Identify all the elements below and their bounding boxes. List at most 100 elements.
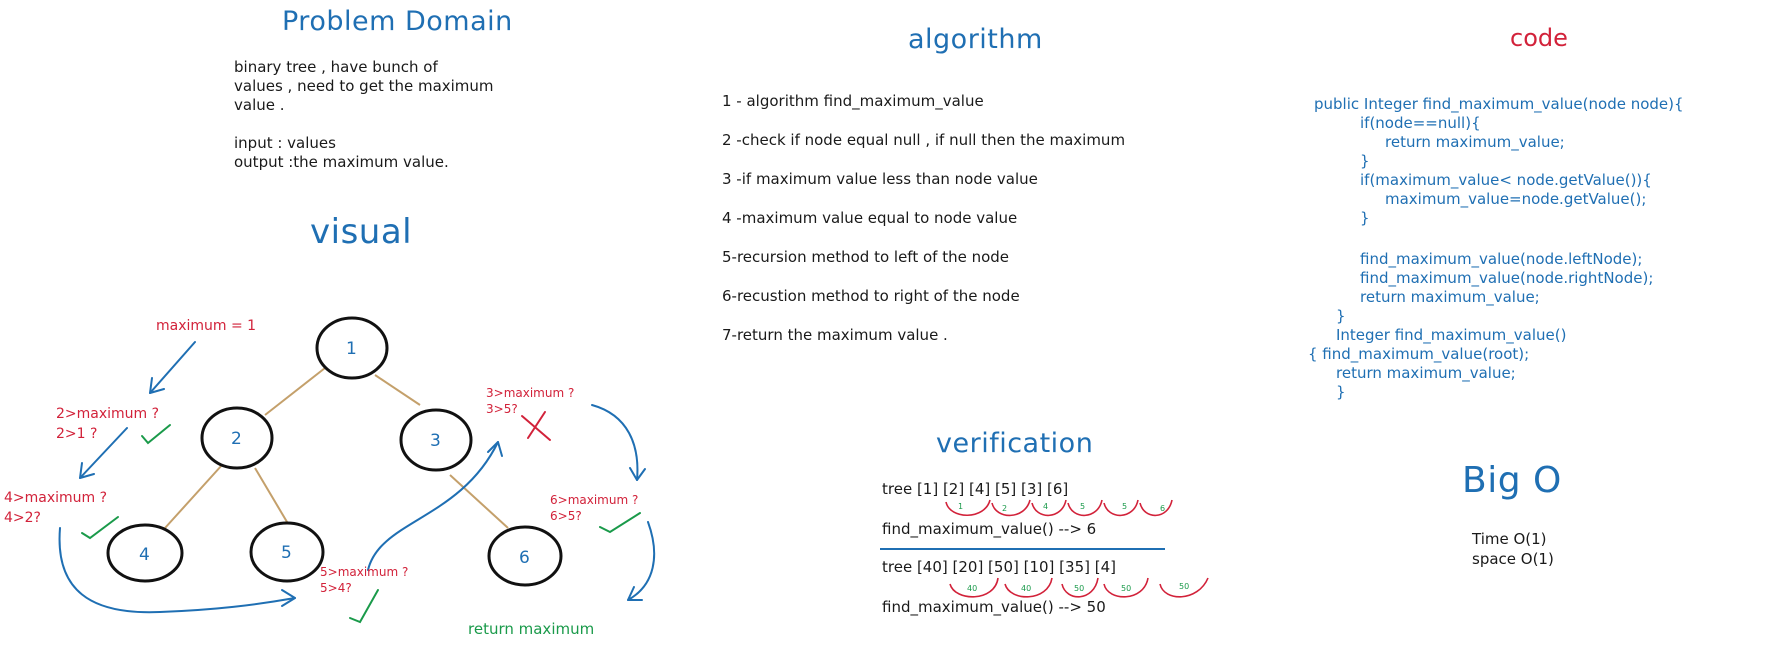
code-line: } bbox=[1336, 383, 1346, 401]
problem-output: output :the maximum value. bbox=[234, 153, 449, 171]
arrowhead bbox=[149, 377, 165, 394]
verify1-label: 4 bbox=[1043, 502, 1048, 511]
note-node5-question: 5>maximum ? bbox=[320, 565, 409, 579]
code-line: maximum_value=node.getValue(); bbox=[1385, 190, 1647, 208]
verify2-label: 40 bbox=[1021, 584, 1031, 593]
verification-title: verification bbox=[936, 428, 1094, 459]
code-line: if(node==null){ bbox=[1360, 114, 1481, 132]
note-node6-compare: 6>5? bbox=[550, 509, 582, 523]
verify1-arrow bbox=[1103, 499, 1139, 517]
arrow-to-node-3 bbox=[367, 441, 499, 571]
algorithm-step: 2 -check if node equal null , if null th… bbox=[722, 131, 1126, 149]
check-icon bbox=[349, 589, 379, 624]
algorithm-step: 4 -maximum value equal to node value bbox=[722, 209, 1018, 227]
code-line: find_maximum_value(node.rightNode); bbox=[1360, 269, 1654, 287]
problem-line: binary tree , have bunch of bbox=[234, 58, 438, 76]
verify-result2: find_maximum_value() --> 50 bbox=[882, 598, 1106, 616]
verify2-label: 50 bbox=[1074, 584, 1084, 593]
verify2-arrow bbox=[1159, 577, 1209, 598]
arrowhead bbox=[487, 441, 503, 457]
note-node6-question: 6>maximum ? bbox=[550, 493, 639, 507]
node-label: 5 bbox=[281, 543, 292, 563]
node-label: 3 bbox=[430, 431, 441, 451]
verify2-label: 50 bbox=[1179, 582, 1189, 591]
arrow-to-node-6 bbox=[591, 404, 639, 481]
code-line: { find_maximum_value(root); bbox=[1308, 345, 1530, 363]
verify1-arrow bbox=[1031, 499, 1067, 517]
note-node2-compare: 2>1 ? bbox=[56, 426, 98, 442]
arrowhead bbox=[629, 467, 646, 481]
algorithm-step: 7-return the maximum value . bbox=[722, 326, 948, 344]
node-label: 1 bbox=[346, 339, 357, 359]
verify2-arrow bbox=[949, 577, 999, 598]
problem-description: binary tree , have bunch of values , nee… bbox=[234, 58, 494, 172]
note-node4-compare: 4>2? bbox=[4, 510, 41, 526]
algorithm-step: 6-recustion method to right of the node bbox=[722, 287, 1020, 305]
problem-line: value . bbox=[234, 96, 285, 114]
tree-node-3 bbox=[399, 408, 473, 472]
arrowhead bbox=[79, 462, 95, 479]
verify2-label: 50 bbox=[1121, 584, 1131, 593]
problem-domain-title: Problem Domain bbox=[282, 6, 513, 37]
algorithm-step: 3 -if maximum value less than node value bbox=[722, 170, 1038, 188]
bigo-title: Big O bbox=[1462, 460, 1562, 501]
tree-node-1 bbox=[315, 316, 389, 380]
tree-node-6 bbox=[487, 525, 563, 587]
code-line: } bbox=[1360, 152, 1370, 170]
verify2-label: 40 bbox=[967, 584, 977, 593]
note-node2-question: 2>maximum ? bbox=[56, 406, 160, 422]
code-line: Integer find_maximum_value() bbox=[1336, 326, 1567, 344]
edge-2-5 bbox=[254, 467, 291, 528]
arrow-to-node-2 bbox=[149, 341, 196, 394]
note-node5-compare: 5>4? bbox=[320, 581, 352, 595]
verify1-arrow bbox=[1067, 499, 1103, 517]
problem-input: input : values bbox=[234, 134, 336, 152]
code-line: public Integer find_maximum_value(node n… bbox=[1314, 95, 1684, 113]
verify1-arrow bbox=[991, 499, 1031, 517]
tree-node-2 bbox=[200, 406, 274, 470]
edge-3-6 bbox=[449, 474, 509, 529]
code-line: return maximum_value; bbox=[1360, 288, 1540, 306]
note-return-maximum: return maximum bbox=[468, 620, 595, 638]
cross-icon bbox=[521, 411, 551, 441]
code-line: } bbox=[1360, 209, 1370, 227]
visual-title: visual bbox=[310, 212, 413, 252]
verify-tree1: tree [1] [2] [4] [5] [3] [6] bbox=[882, 480, 1069, 498]
note-maximum-initial: maximum = 1 bbox=[156, 318, 257, 334]
check-icon bbox=[599, 512, 641, 534]
verify1-label: 1 bbox=[958, 502, 963, 511]
edge-1-2 bbox=[264, 367, 326, 416]
code-line: if(maximum_value< node.getValue()){ bbox=[1360, 171, 1652, 189]
node-label: 4 bbox=[139, 545, 150, 565]
algorithm-title: algorithm bbox=[908, 24, 1043, 55]
tree-node-5 bbox=[249, 521, 325, 583]
verify1-label: 6 bbox=[1160, 504, 1165, 513]
verify2-arrow bbox=[1004, 577, 1053, 598]
arrow-to-node-4 bbox=[79, 427, 128, 479]
arrow-to-node-5 bbox=[58, 527, 296, 614]
problem-line: values , need to get the maximum bbox=[234, 77, 494, 95]
code-line: find_maximum_value(node.leftNode); bbox=[1360, 250, 1643, 268]
note-node3-question: 3>maximum ? bbox=[486, 386, 575, 400]
arrow-return bbox=[627, 521, 656, 601]
check-icon bbox=[141, 424, 171, 445]
node-label: 2 bbox=[231, 429, 242, 449]
verify1-arrow bbox=[945, 499, 991, 516]
bigo-time: Time O(1) bbox=[1472, 530, 1547, 548]
code-title: code bbox=[1510, 24, 1568, 52]
verify1-arrow bbox=[1139, 499, 1173, 517]
code-line: return maximum_value; bbox=[1336, 364, 1516, 382]
note-node3-compare: 3>5? bbox=[486, 402, 518, 416]
code-line: return maximum_value; bbox=[1385, 133, 1565, 151]
code-line: } bbox=[1336, 307, 1346, 325]
bigo-space: space O(1) bbox=[1472, 550, 1554, 568]
verify2-arrow bbox=[1103, 577, 1149, 598]
edge-2-4 bbox=[164, 464, 223, 529]
tree-node-4 bbox=[106, 523, 184, 583]
verify-tree2: tree [40] [20] [50] [10] [35] [4] bbox=[882, 558, 1116, 576]
verify1-label: 2 bbox=[1002, 504, 1007, 513]
arrowhead bbox=[281, 589, 296, 607]
verify1-label: 5 bbox=[1122, 502, 1127, 511]
check-icon bbox=[81, 516, 119, 540]
